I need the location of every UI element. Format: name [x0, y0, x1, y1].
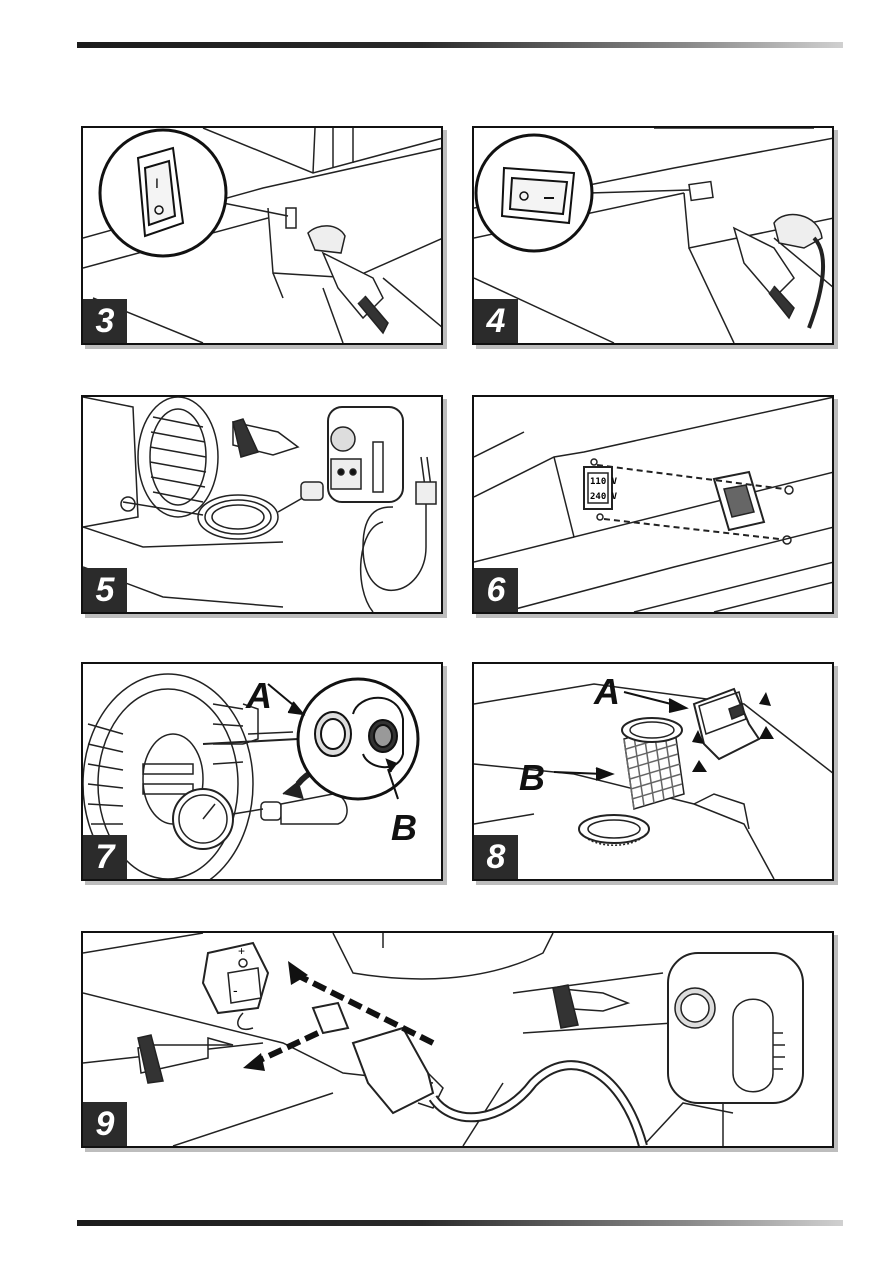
step-number: 8 [474, 835, 518, 879]
voltage-selector-illustration: 110 V 240 V [474, 397, 832, 612]
step-7-panel: A B 7 [81, 662, 443, 881]
label-b: B [391, 810, 417, 846]
step-9-panel: + - 9 [81, 931, 834, 1148]
plug-plus-mark: + [238, 944, 245, 958]
step-number: 3 [83, 299, 127, 343]
plug-disconnect-illustration: + - [83, 933, 832, 1146]
step-5-panel: 5 [81, 395, 443, 614]
step-number: 6 [474, 568, 518, 612]
step-number: 5 [83, 568, 127, 612]
step-8-panel: A B 8 [472, 662, 834, 881]
bottom-rule [77, 1220, 843, 1226]
plug-minus-mark: - [233, 982, 238, 998]
thermostat-connection-illustration [83, 397, 441, 612]
switch-on-mark: I [155, 175, 159, 191]
step-number: 9 [83, 1102, 127, 1146]
voltage-110-label: 110 V [590, 477, 618, 487]
step-4-panel: 4 [472, 126, 834, 345]
step-6-panel: 110 V 240 V 6 [472, 395, 834, 614]
switch-off-illustration [474, 128, 832, 343]
voltage-240-label: 240 V [590, 492, 618, 502]
step-number: 7 [83, 835, 127, 879]
step-number: 4 [474, 299, 518, 343]
label-a: A [594, 674, 620, 710]
top-rule [77, 42, 843, 48]
step-3-panel: I 3 [81, 126, 443, 345]
label-b: B [519, 760, 545, 796]
label-a: A [246, 678, 272, 714]
switch-on-illustration: I [83, 128, 441, 343]
